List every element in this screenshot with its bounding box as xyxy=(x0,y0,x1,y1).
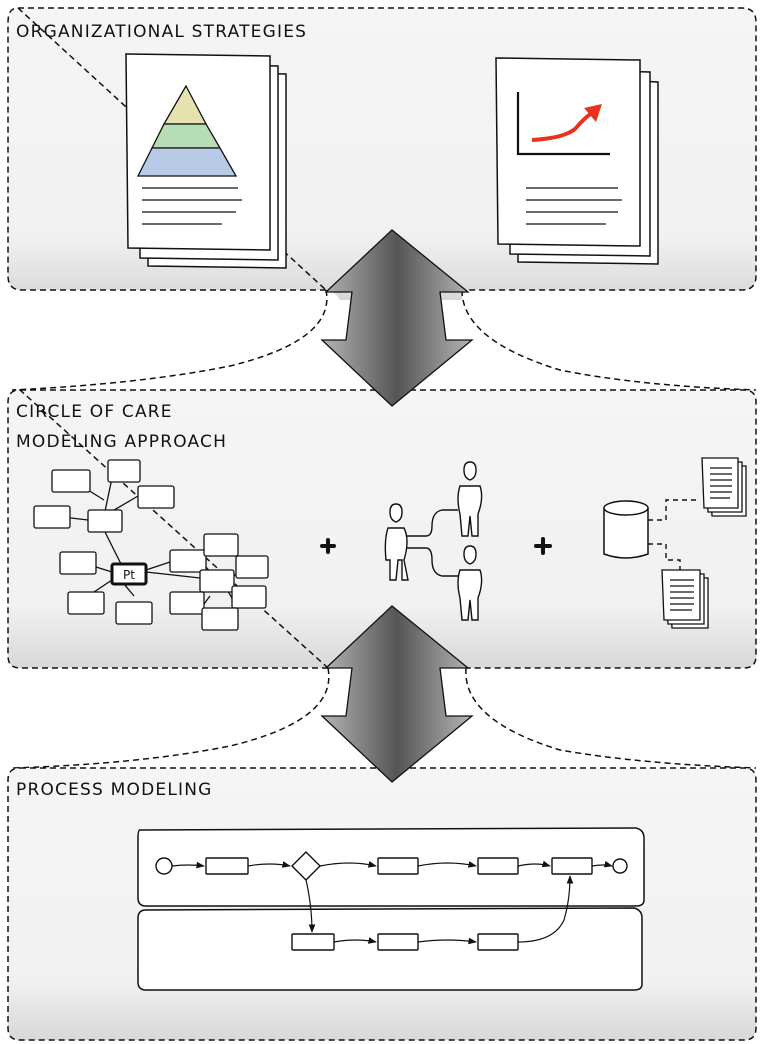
process-task xyxy=(377,933,419,951)
process-task xyxy=(377,857,419,875)
document-stack-icon xyxy=(661,569,709,629)
care-network-diagram xyxy=(33,459,269,631)
process-task xyxy=(477,857,519,875)
patient-node: Pt xyxy=(110,562,148,586)
pyramid-document-icon xyxy=(125,53,287,269)
double-arrow-icon xyxy=(320,229,474,407)
process-task xyxy=(551,857,593,875)
start-event xyxy=(155,857,173,875)
process-task xyxy=(477,933,519,951)
section-subtitle-circle-of-care: MODELING APPROACH xyxy=(16,432,228,452)
plus-icon xyxy=(534,537,552,555)
section-title-circle-of-care: CIRCLE OF CARE xyxy=(16,402,173,422)
section-title-process: PROCESS MODELING xyxy=(16,780,213,800)
double-arrow-icon xyxy=(320,605,474,783)
end-event xyxy=(612,858,628,874)
data-connector xyxy=(648,499,700,584)
person-icon xyxy=(457,545,483,621)
people-connector xyxy=(406,509,458,577)
plus-icon xyxy=(320,538,336,554)
person-icon xyxy=(457,461,483,537)
process-connectors xyxy=(171,860,613,945)
person-icon xyxy=(384,503,409,581)
patient-node-label: Pt xyxy=(123,568,135,582)
document-stack-icon xyxy=(701,457,747,517)
process-task xyxy=(291,933,335,951)
chart-document-icon xyxy=(495,57,659,265)
process-task xyxy=(205,857,249,875)
section-title-strategies: ORGANIZATIONAL STRATEGIES xyxy=(16,22,308,42)
database-icon xyxy=(603,500,649,559)
